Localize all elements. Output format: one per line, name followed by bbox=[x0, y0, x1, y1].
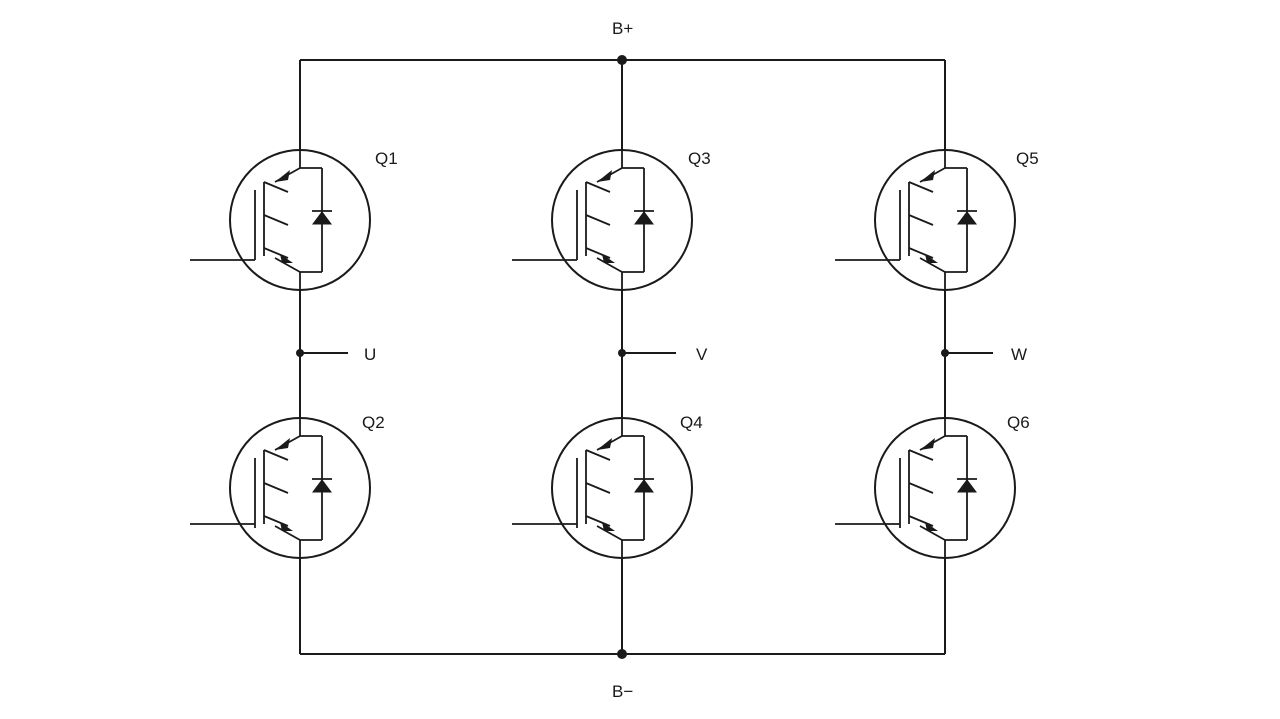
positive-rail-label: B+ bbox=[612, 19, 633, 38]
q6-label: Q6 bbox=[1007, 413, 1030, 432]
transistor-q5 bbox=[835, 149, 1016, 291]
q1-label: Q1 bbox=[375, 149, 398, 168]
junction-dots bbox=[296, 55, 949, 659]
transistor-q3 bbox=[512, 149, 693, 291]
q5-label: Q5 bbox=[1016, 149, 1039, 168]
q4-label: Q4 bbox=[680, 413, 703, 432]
transistor-q2 bbox=[190, 417, 371, 559]
phase-u-label: U bbox=[364, 345, 376, 364]
q2-label: Q2 bbox=[362, 413, 385, 432]
phase-w-label: W bbox=[1011, 345, 1027, 364]
negative-rail-label: B− bbox=[612, 682, 633, 701]
transistor-q4 bbox=[512, 417, 693, 559]
transistor-q1 bbox=[190, 149, 371, 291]
q3-label: Q3 bbox=[688, 149, 711, 168]
phase-v-label: V bbox=[696, 345, 708, 364]
transistor-q6 bbox=[835, 417, 1016, 559]
phase-legs bbox=[299, 60, 946, 654]
